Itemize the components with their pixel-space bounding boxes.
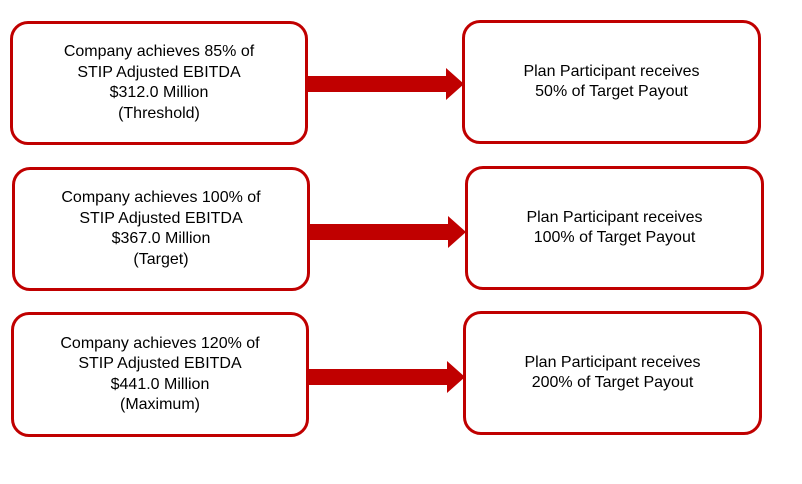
arrow-right-icon — [310, 216, 466, 248]
condition-box-maximum: Company achieves 120% of STIP Adjusted E… — [11, 312, 309, 437]
arrow-right-shape — [308, 68, 464, 100]
outcome-text: Plan Participant receives 50% of Target … — [523, 62, 699, 103]
outcome-text: Plan Participant receives 100% of Target… — [526, 208, 702, 249]
arrow-right-shape — [309, 361, 465, 393]
condition-line: Company achieves 85% of — [63, 43, 255, 60]
condition-text: Company achieves 120% of STIP Adjusted E… — [60, 334, 259, 416]
condition-line: Company achieves 120% of — [60, 334, 260, 352]
outcome-payout: 50% of Target Payout — [535, 83, 688, 100]
condition-line: STIP Adjusted EBITDA — [77, 63, 241, 81]
outcome-payout: 200% of Target Payout — [531, 374, 694, 391]
outcome-line: Plan Participant receives — [523, 62, 700, 80]
condition-amount: $312.0 Million — [109, 84, 209, 101]
condition-line: STIP Adjusted EBITDA — [79, 209, 243, 227]
condition-amount: $441.0 Million — [110, 375, 210, 393]
arrow-right-icon — [308, 68, 464, 100]
outcome-box-target: Plan Participant receives 100% of Target… — [465, 166, 764, 290]
condition-amount: $367.0 Million — [111, 230, 211, 247]
condition-text: Company achieves 85% of STIP Adjusted EB… — [64, 42, 254, 124]
outcome-box-threshold: Plan Participant receives 50% of Target … — [462, 20, 761, 144]
outcome-payout: 100% of Target Payout — [533, 229, 696, 246]
condition-line: STIP Adjusted EBITDA — [78, 355, 242, 372]
outcome-box-maximum: Plan Participant receives 200% of Target… — [463, 311, 762, 435]
outcome-line: Plan Participant receives — [524, 353, 701, 371]
condition-box-threshold: Company achieves 85% of STIP Adjusted EB… — [10, 21, 308, 145]
condition-text: Company achieves 100% of STIP Adjusted E… — [61, 188, 260, 270]
condition-level: (Threshold) — [118, 104, 200, 122]
outcome-text: Plan Participant receives 200% of Target… — [524, 353, 700, 394]
condition-box-target: Company achieves 100% of STIP Adjusted E… — [12, 167, 310, 291]
condition-level: (Maximum) — [119, 396, 200, 413]
outcome-line: Plan Participant receives — [526, 208, 703, 226]
condition-line: Company achieves 100% of — [61, 189, 261, 206]
condition-level: (Target) — [133, 250, 189, 268]
arrow-right-icon — [309, 361, 465, 393]
arrow-right-shape — [310, 216, 466, 248]
